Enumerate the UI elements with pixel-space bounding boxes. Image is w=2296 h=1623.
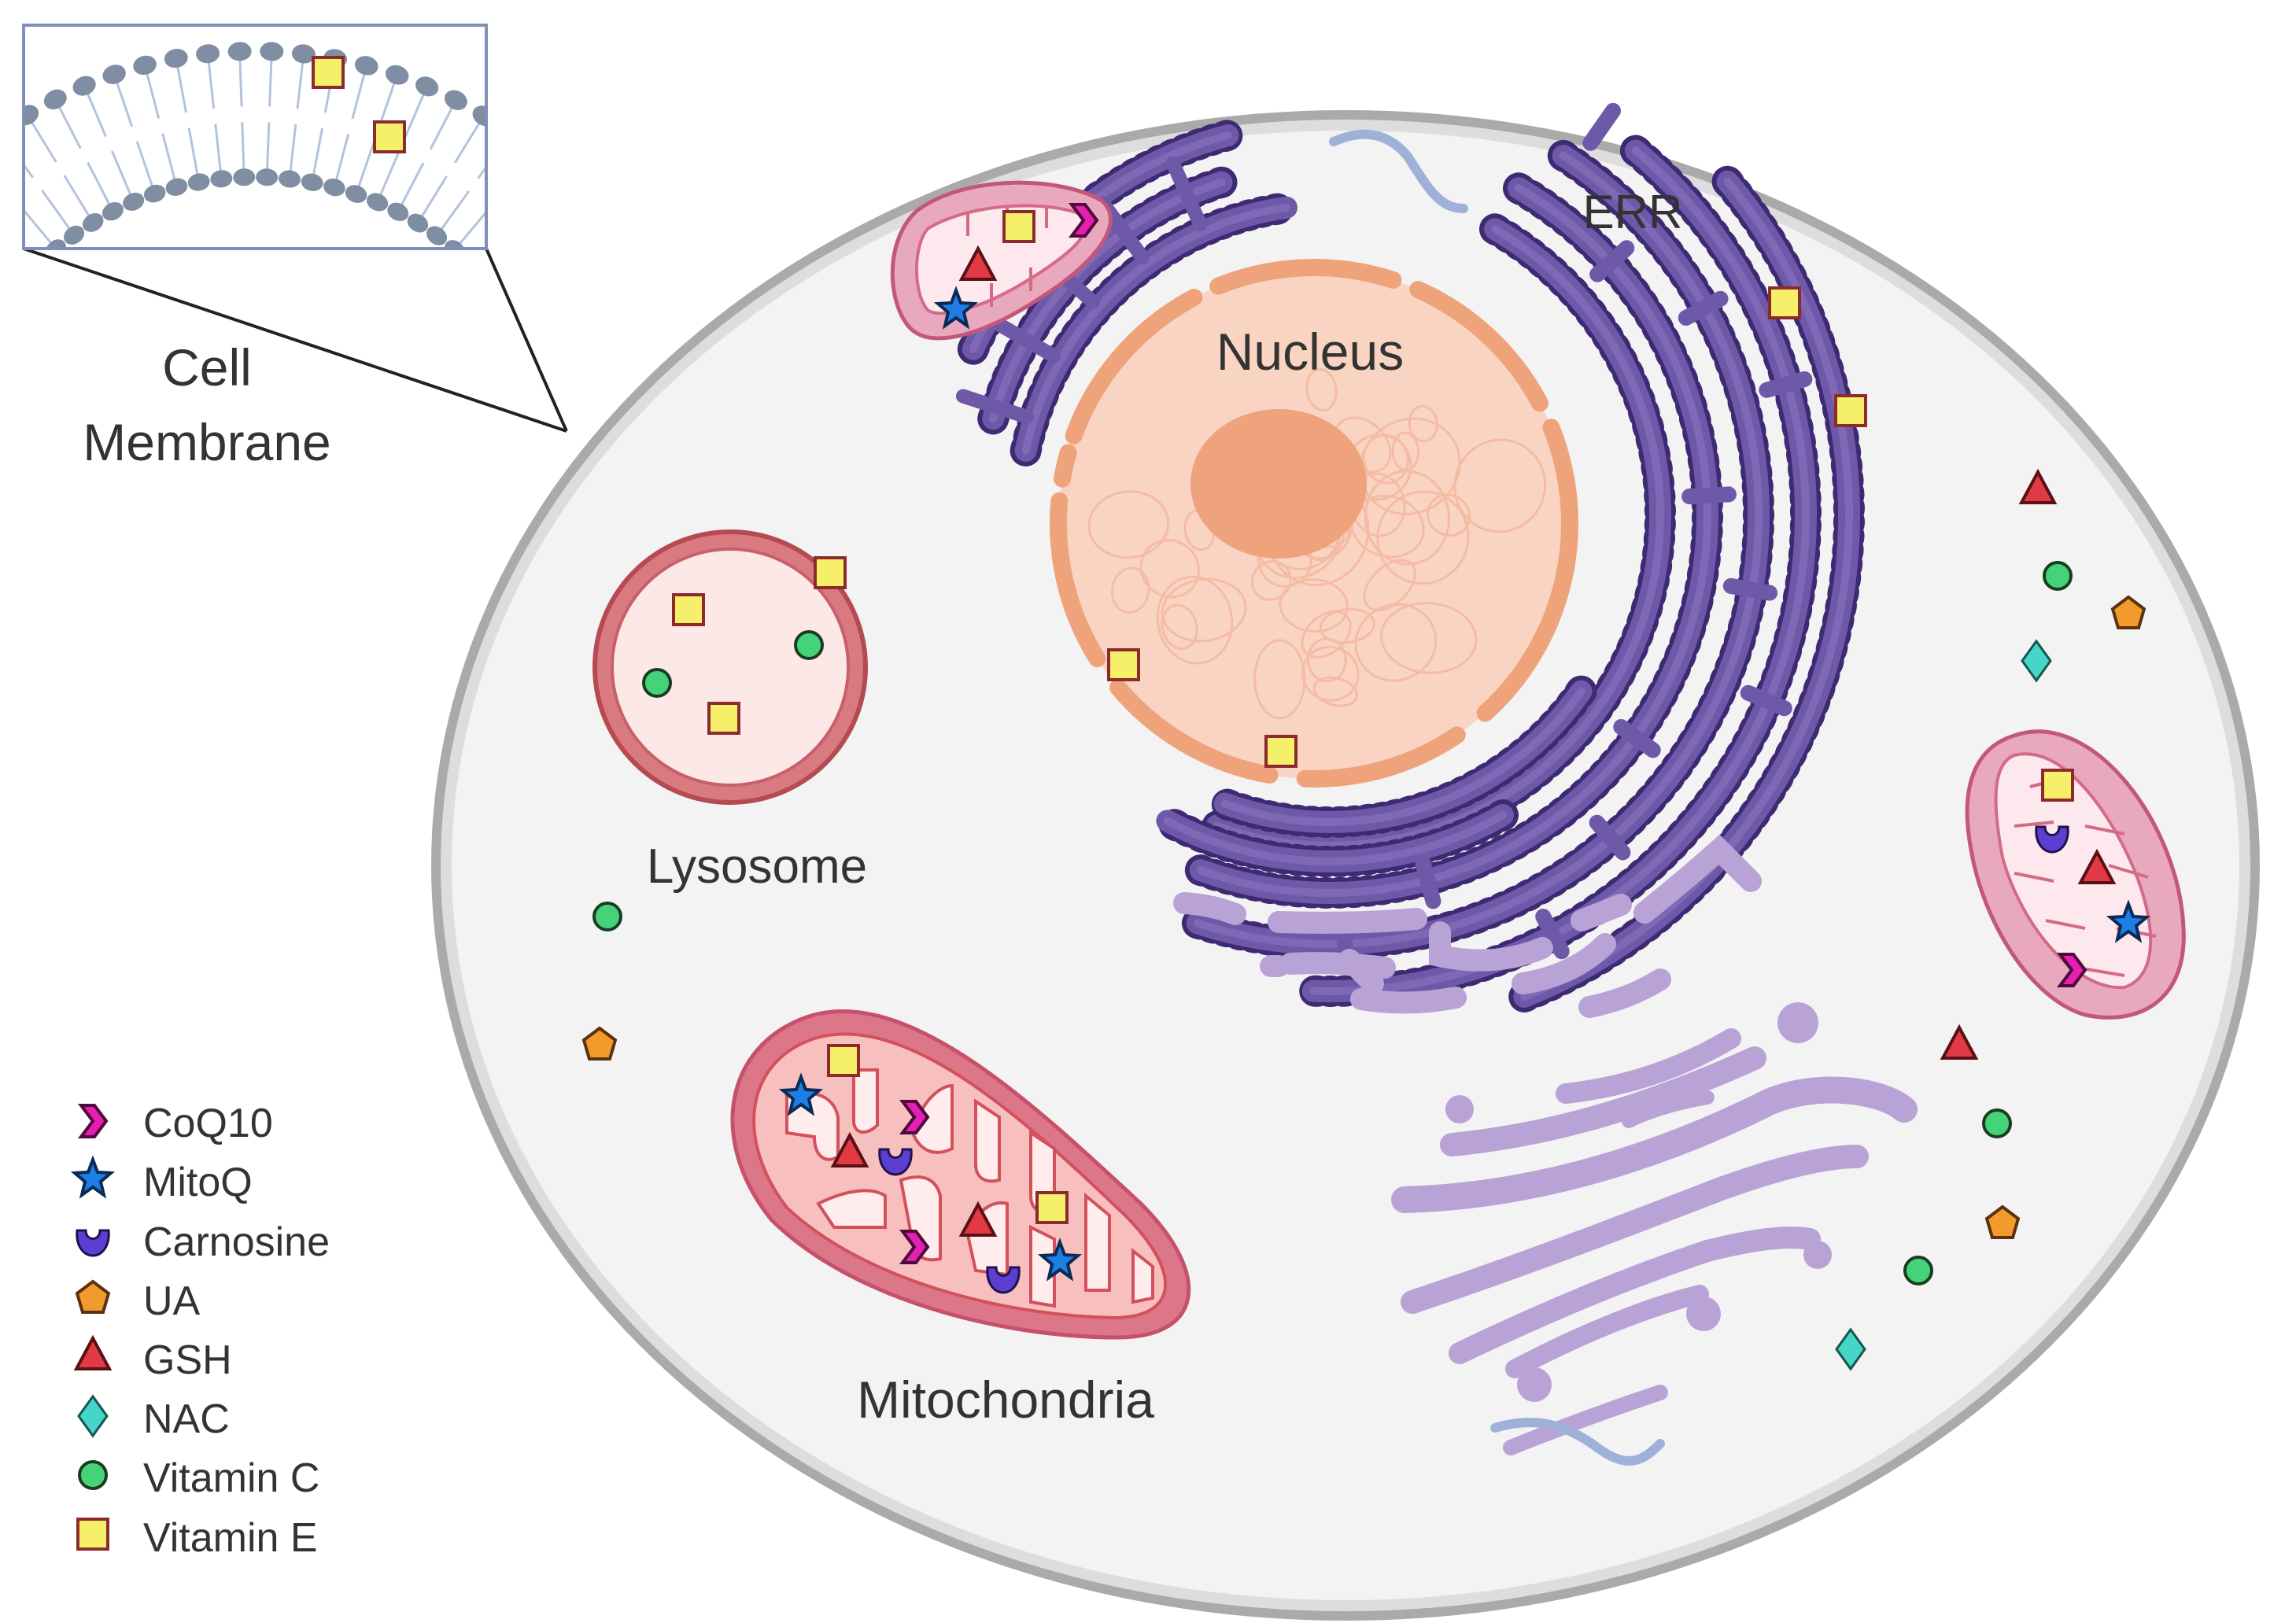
legend-label: GSH — [143, 1337, 232, 1383]
vitamin-e-square-icon — [1834, 394, 1867, 427]
cell-membrane-label-line1: Cell — [162, 338, 252, 397]
mitochondrion-right — [1965, 729, 2186, 1020]
membrane-inset: Cell Membrane — [22, 24, 568, 471]
vitamin-e-square-icon — [814, 556, 847, 589]
nac-diamond-icon — [77, 1395, 109, 1437]
vitamin-e-square-icon — [76, 1518, 109, 1551]
lysosome: Lysosome — [592, 529, 868, 894]
vitamin-e-square-icon — [707, 702, 740, 735]
legend-item-gsh: GSH — [75, 1337, 232, 1383]
legend-item-ua: UA — [76, 1278, 201, 1324]
vitamin-c-circle-icon — [1903, 1256, 1933, 1285]
coq10-chevron-icon — [79, 1104, 108, 1138]
vitamin-c-circle-icon — [78, 1460, 108, 1490]
legend-item-mitoq: MitoQ — [73, 1158, 253, 1205]
vitamin-e-square-icon — [1002, 210, 1035, 243]
legend-label: Carnosine — [143, 1219, 330, 1265]
vitamin-c-circle-icon — [2043, 561, 2073, 591]
vitamin-c-circle-icon — [1982, 1108, 2012, 1138]
ua-pentagon-icon — [76, 1280, 110, 1314]
cell-membrane-label-line2: Membrane — [83, 413, 330, 471]
legend-item-nac: NAC — [77, 1395, 230, 1442]
gsh-triangle-icon — [75, 1337, 111, 1370]
legend: CoQ10 MitoQ Carnosine UA GSH NAC Vitamin… — [73, 1101, 330, 1561]
legend-item-vitamin-c: Vitamin C — [78, 1455, 319, 1501]
legend-label: MitoQ — [143, 1160, 253, 1205]
vitamin-e-square-icon — [312, 56, 345, 89]
nucleus: Nucleus — [1050, 259, 1578, 788]
legend-label: NAC — [143, 1396, 230, 1442]
legend-label: UA — [143, 1278, 201, 1324]
carnosine-cup-icon — [76, 1229, 110, 1257]
vitamin-e-square-icon — [1107, 648, 1140, 681]
vitamin-e-square-icon — [827, 1044, 860, 1077]
err-label: ERR — [1583, 186, 1683, 238]
vitamin-e-square-icon — [672, 593, 705, 626]
mitoq-star-icon — [73, 1158, 113, 1197]
vitamin-c-circle-icon — [592, 902, 622, 931]
cytoskeleton-filament — [1329, 129, 1665, 1466]
vitamin-c-circle-icon — [642, 668, 672, 698]
vitamin-e-square-icon — [2041, 769, 2074, 802]
vitamin-c-circle-icon — [794, 630, 824, 660]
vitamin-e-square-icon — [1264, 735, 1297, 768]
legend-item-coq10: CoQ10 — [79, 1101, 273, 1146]
legend-label: CoQ10 — [143, 1101, 273, 1146]
legend-label: Vitamin C — [143, 1455, 319, 1501]
legend-item-carnosine: Carnosine — [76, 1219, 330, 1265]
mitochondria-label: Mitochondria — [857, 1370, 1154, 1429]
golgi-apparatus — [1391, 1002, 1918, 1455]
vitamin-e-square-icon — [1035, 1191, 1069, 1224]
mitochondrion-top — [890, 180, 1113, 341]
smooth-er — [1173, 834, 1762, 1018]
vitamin-e-square-icon — [373, 120, 406, 153]
lysosome-label: Lysosome — [647, 839, 867, 894]
legend-item-vitamin-e: Vitamin E — [76, 1515, 318, 1561]
legend-label: Vitamin E — [143, 1515, 318, 1561]
vitamin-e-square-icon — [1768, 286, 1801, 319]
nucleus-label: Nucleus — [1216, 323, 1404, 381]
